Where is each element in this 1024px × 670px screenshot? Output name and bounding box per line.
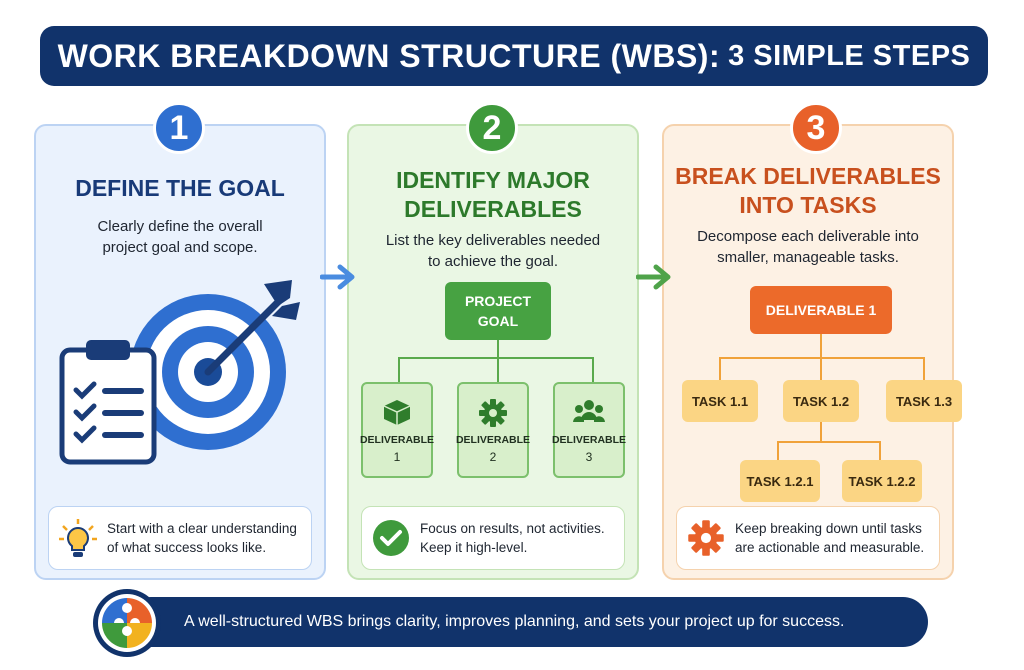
- step-1-tip-line1: Start with a clear understanding: [107, 521, 297, 536]
- step-2-panel: IDENTIFY MAJOR DELIVERABLES List the key…: [347, 124, 639, 580]
- deliverable-2-box: DELIVERABLE 2: [455, 382, 531, 478]
- step-2-tip-line2: Keep it high-level.: [420, 540, 528, 555]
- deliverable-3-box: DELIVERABLE 3: [551, 382, 627, 478]
- step-2-desc-line2: to achieve the goal.: [427, 253, 559, 270]
- checkmark-icon: [373, 520, 409, 556]
- step-3-tip: Keep breaking down until tasks are actio…: [676, 506, 940, 570]
- deliverable-1-box: DELIVERABLE 1: [359, 382, 435, 478]
- deliverable-1-num: 1: [393, 450, 401, 464]
- tasks-connectors: [719, 334, 925, 460]
- step-2-heading: IDENTIFY MAJOR DELIVERABLES: [349, 166, 637, 224]
- deliverable-1-label: DELIVERABLE: [359, 434, 435, 446]
- step-2-heading-line2: DELIVERABLES: [404, 196, 582, 222]
- step-3-number: 3: [790, 102, 842, 154]
- step-1-panel: DEFINE THE GOAL Clearly define the overa…: [34, 124, 326, 580]
- project-goal-box: PROJECT GOAL: [445, 282, 551, 340]
- step-3-tip-line1: Keep breaking down until tasks: [735, 521, 922, 536]
- deliverables-connectors: [398, 340, 594, 382]
- step-3-heading-line2: INTO TASKS: [739, 192, 877, 218]
- box-icon: [383, 400, 411, 425]
- lightbulb-icon: [59, 519, 97, 557]
- step-2-number: 2: [466, 102, 518, 154]
- task-1-1-box: TASK 1.1: [682, 380, 758, 422]
- arrow-right-icon-1: [320, 264, 355, 290]
- puzzle-icon: [93, 589, 161, 657]
- step-2-description: List the key deliverables needed to achi…: [349, 230, 637, 272]
- deliverable-2-label: DELIVERABLE: [455, 434, 531, 446]
- step-2-heading-line1: IDENTIFY MAJOR: [396, 167, 590, 193]
- step-2-desc-line1: List the key deliverables needed: [385, 232, 601, 249]
- people-icon: [573, 400, 605, 422]
- task-1-2-1-box: TASK 1.2.1: [740, 460, 820, 502]
- step-1-heading-line1: DEFINE THE GOAL: [75, 175, 285, 201]
- step-3-heading: BREAK DELIVERABLES INTO TASKS: [664, 162, 952, 220]
- title-main: WORK BREAKDOWN STRUCTURE (WBS):: [57, 37, 721, 74]
- target-arrow-icon: [132, 280, 300, 450]
- step-1-desc-line2: project goal and scope.: [102, 239, 258, 256]
- gear-icon: [688, 520, 724, 556]
- footer-text: A well-structured WBS brings clarity, im…: [184, 613, 845, 630]
- page-title: WORK BREAKDOWN STRUCTURE (WBS): 3 SIMPLE…: [40, 26, 988, 86]
- clipboard-checklist-icon: [59, 340, 157, 465]
- step-1-tip-line2: of what success looks like.: [107, 540, 267, 555]
- step-1-number: 1: [153, 102, 205, 154]
- task-1-3-box: TASK 1.3: [886, 380, 962, 422]
- deliverable-3-num: 3: [585, 450, 593, 464]
- step-1-description: Clearly define the overall project goal …: [36, 216, 324, 258]
- step-2-tip: Focus on results, not activities. Keep i…: [361, 506, 625, 570]
- step-3-panel: BREAK DELIVERABLES INTO TASKS Decompose …: [662, 124, 962, 580]
- deliverable-3-label: DELIVERABLE: [551, 434, 627, 446]
- step-1-heading: DEFINE THE GOAL: [36, 174, 324, 203]
- step-3-tip-line2: are actionable and measurable.: [735, 540, 925, 555]
- step-3-description: Decompose each deliverable into smaller,…: [664, 226, 952, 268]
- gear-icon: [479, 399, 507, 427]
- arrow-right-icon-2: [636, 264, 671, 290]
- title-accent: 3 SIMPLE STEPS: [728, 39, 971, 72]
- step-3-desc-line1: Decompose each deliverable into: [697, 228, 919, 245]
- goal-line1: PROJECT: [464, 293, 532, 309]
- task-1-2-2-box: TASK 1.2.2: [842, 460, 922, 502]
- deliverable-1-root-box: DELIVERABLE 1: [750, 286, 892, 334]
- step-3-desc-line2: smaller, manageable tasks.: [717, 249, 899, 266]
- footer-banner: A well-structured WBS brings clarity, im…: [126, 597, 928, 647]
- goal-line2: GOAL: [477, 313, 519, 329]
- step-2-tip-line1: Focus on results, not activities.: [420, 521, 605, 536]
- step-1-tip: Start with a clear understanding of what…: [48, 506, 312, 570]
- deliverable-2-num: 2: [489, 450, 497, 464]
- task-1-2-box: TASK 1.2: [783, 380, 859, 422]
- step-3-heading-line1: BREAK DELIVERABLES: [675, 163, 941, 189]
- step-1-desc-line1: Clearly define the overall: [97, 218, 263, 235]
